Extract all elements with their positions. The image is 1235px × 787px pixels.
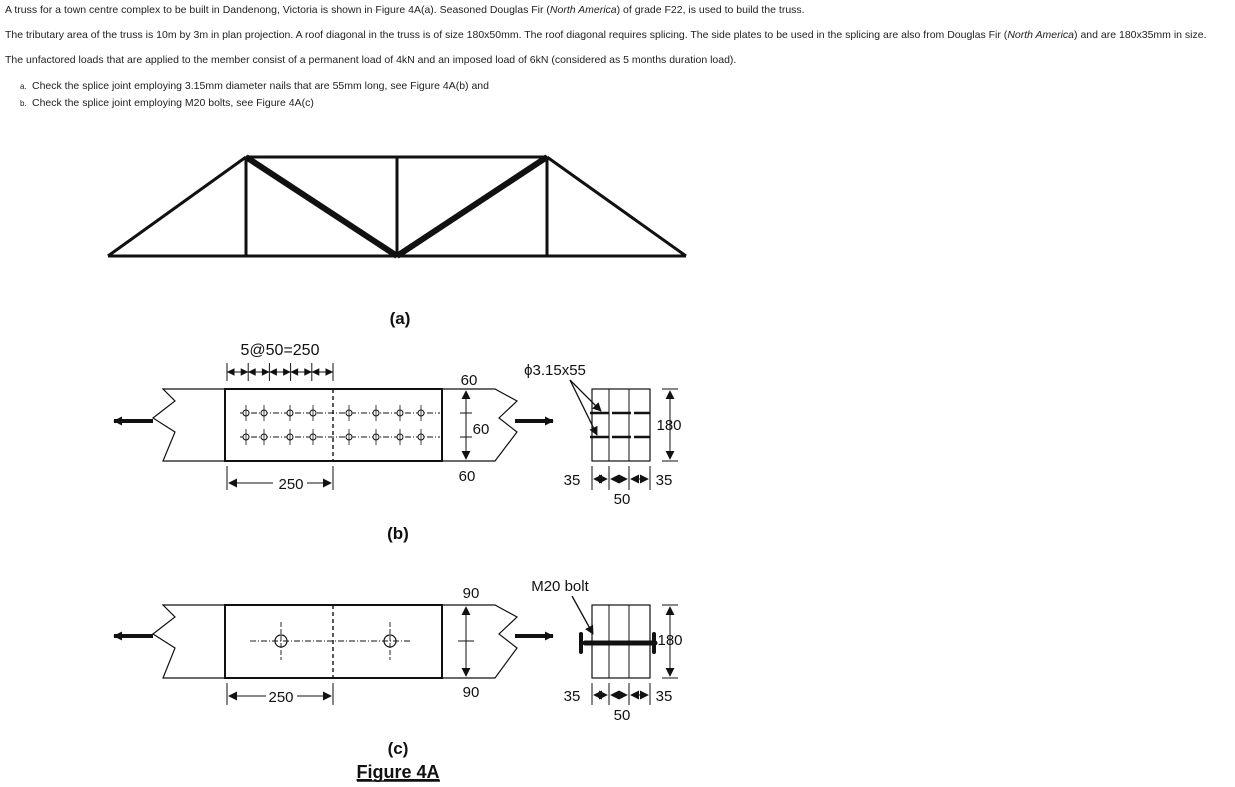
dim-mid-label: 60: [473, 421, 490, 438]
c-section-left-label: 35: [564, 688, 581, 705]
spacing-arrow-l-3: [290, 368, 299, 376]
task-text-a: Check the splice joint employing 3.15mm …: [32, 80, 489, 92]
truss-left-rafter: [107, 155, 247, 258]
c-dim-bottom-label: 90: [463, 684, 480, 701]
section-mid-label: 50: [614, 491, 631, 508]
bolted-splice-elevation: [113, 604, 554, 705]
spacing-arrow-l-2: [269, 368, 277, 376]
p2-text: The tributary area of the truss is 10m b…: [5, 29, 1008, 41]
truss-diagonal-left: [244, 154, 399, 259]
nail-leader-2: [569, 379, 598, 436]
c-section-height-label: 180: [657, 632, 682, 649]
nailed-member-outline: [151, 388, 519, 462]
dim-length-label: 250: [278, 476, 303, 493]
nail-spacing-label: 5@50=250: [241, 342, 320, 359]
spacing-arrow-r-4: [325, 368, 334, 376]
nail-leader-1: [569, 379, 602, 412]
problem-paragraph-2: The tributary area of the truss is 10m b…: [5, 29, 1207, 42]
bolt-size-label: M20 bolt: [531, 578, 589, 595]
problem-paragraph-3: The unfactored loads that are applied to…: [5, 54, 737, 66]
c-section-mid-label: 50: [614, 707, 631, 724]
truss-right-rafter: [546, 155, 687, 258]
bolt-hole-1: [274, 634, 288, 648]
spacing-arrow-r-1: [261, 368, 270, 376]
truss-diagonal-right: [395, 154, 549, 259]
spacing-arrow-l-4: [311, 368, 320, 376]
nail-size-label: ϕ3.15x55: [524, 362, 586, 379]
task-item-a: a. Check the splice joint employing 3.15m…: [5, 78, 489, 95]
nailed-cross-section: [569, 379, 678, 490]
c-dim-top-label: 90: [463, 585, 480, 602]
p2-emphasis: North America: [1007, 29, 1075, 41]
task-text-b: Check the splice joint employing M20 bol…: [32, 97, 314, 109]
p1-text-end: ) of grade F22, is used to build the tru…: [616, 4, 805, 16]
c-section-right-label: 35: [656, 688, 673, 705]
section-right-label: 35: [656, 472, 673, 489]
figure-label-a: (a): [390, 309, 411, 328]
truss-elevation: [107, 154, 687, 259]
spacing-arrow-l-0: [226, 368, 235, 376]
bolted-member-outline: [151, 604, 519, 679]
figure-label-b: (b): [387, 524, 409, 543]
spacing-ticks: [226, 363, 334, 381]
section-left-label: 35: [564, 472, 581, 489]
nailed-splice-elevation: [113, 363, 554, 490]
nail-group: [242, 405, 425, 445]
p1-text: A truss for a town centre complex to be …: [5, 4, 550, 16]
figure-label-c: (c): [388, 739, 409, 758]
p1-emphasis: North America: [549, 4, 617, 16]
bolt-hole-2: [383, 634, 397, 648]
task-marker-a: a.: [20, 82, 27, 91]
section-height-label: 180: [656, 417, 681, 434]
nail-pattern: [240, 412, 440, 438]
dim-top-label: 60: [461, 372, 478, 389]
dim-bottom-label: 60: [459, 468, 476, 485]
bolted-cross-section: [571, 595, 678, 705]
section-outline: [591, 388, 651, 462]
problem-paragraph-1: A truss for a town centre complex to be …: [5, 4, 805, 17]
p2-text-end: ) and are 180x35mm in size.: [1074, 29, 1207, 41]
spacing-arrow-l-1: [248, 368, 256, 376]
spacing-arrow-r-0: [240, 368, 249, 376]
task-list: a. Check the splice joint employing 3.15m…: [5, 78, 489, 112]
bolt-leader: [571, 595, 594, 635]
spacing-arrow-r-3: [304, 368, 312, 376]
figure-title: Figure 4A: [356, 762, 439, 782]
c-dim-length-label: 250: [268, 689, 293, 706]
spacing-arrow-r-2: [283, 368, 291, 376]
task-marker-b: b.: [20, 99, 27, 108]
task-item-b: b. Check the splice joint employing M20 b…: [5, 95, 489, 112]
